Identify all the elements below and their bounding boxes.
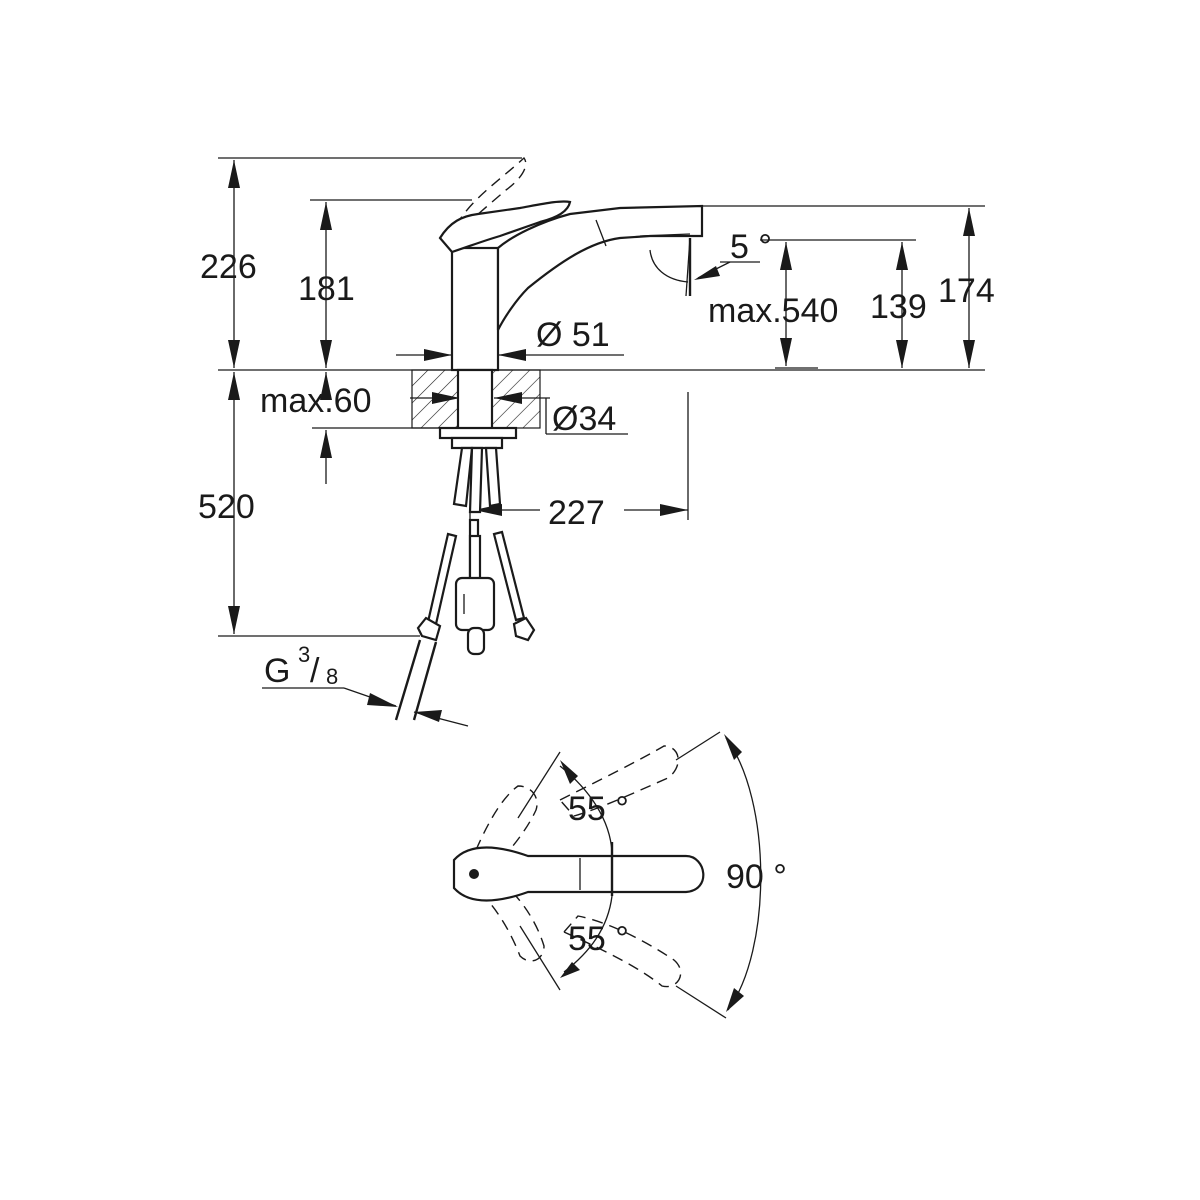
dim-thread (262, 687, 469, 727)
mounting-shank (438, 368, 518, 514)
spout-angle (649, 237, 760, 297)
label-181: 181 (298, 270, 355, 308)
label-thread-denominator: 8 (326, 664, 338, 689)
dim-max60 (228, 372, 332, 634)
label-diameter-34: Ø34 (552, 400, 616, 438)
extension-lines (218, 157, 985, 637)
label-max540: max.540 (708, 292, 838, 330)
faucet-body (438, 200, 704, 372)
label-lever-angle-left: 55 ° (568, 790, 629, 828)
swivel-angle-lines (517, 731, 762, 1019)
label-thread-g: G (264, 652, 290, 690)
label-spout-angle: 5 ° (730, 228, 772, 266)
lever-top-view (452, 745, 705, 988)
label-thread-slash: / (310, 652, 320, 690)
dim-226 (228, 160, 240, 368)
hose-weight (454, 576, 496, 656)
label-diameter-51: Ø 51 (536, 316, 610, 354)
label-227: 227 (548, 494, 605, 532)
label-thread-numerator: 3 (298, 642, 310, 667)
dim-181 (320, 202, 332, 368)
dim-max540 (780, 242, 792, 366)
label-226: 226 (200, 248, 257, 286)
label-lever-angle-right: 55 ° (568, 920, 629, 958)
supply-hoses (394, 518, 536, 721)
dim-139 (896, 242, 908, 368)
label-139: 139 (870, 288, 927, 326)
dimension-labels: 226 181 174 139 max.540 5 ° Ø 51 Ø34 max… (198, 228, 995, 958)
label-174: 174 (938, 272, 995, 310)
label-max60: max.60 (260, 382, 372, 420)
dim-diameter-51 (396, 349, 624, 361)
label-520: 520 (198, 488, 255, 526)
dim-227 (474, 504, 688, 516)
label-total-swivel: 90 ° (726, 858, 787, 896)
dim-174 (963, 208, 975, 368)
